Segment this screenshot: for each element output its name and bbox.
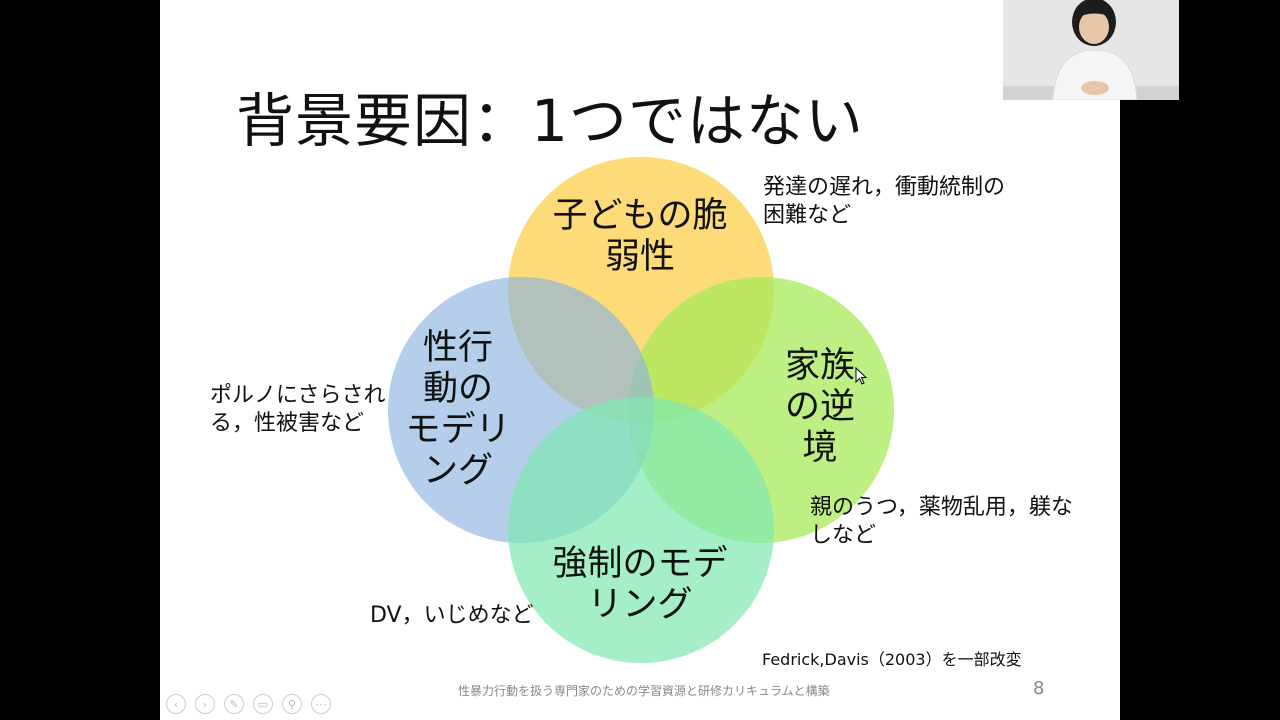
- more-icon[interactable]: ⋯: [311, 694, 331, 714]
- note-child: 発達の遅れ，衝動統制の 困難など: [763, 174, 1005, 230]
- label-line: 家族: [784, 346, 855, 386]
- note-sexual: ポルノにさらされ る，性被害など: [210, 382, 386, 438]
- citation: Fedrick,Davis（2003）を一部改変: [762, 650, 1022, 669]
- circle-label-coercion: 強制のモデ リング: [540, 544, 740, 626]
- label-line: 境: [802, 428, 838, 468]
- label-line: リング: [587, 585, 693, 625]
- circle-label-child: 子どもの脆 弱性: [540, 196, 740, 278]
- label-line: ング: [422, 451, 493, 491]
- presenter-toolbar: ‹ › ✎ ▭ ⚲ ⋯: [166, 694, 331, 714]
- circle-label-sexual: 性行 動の モデリ ング: [398, 328, 518, 492]
- presenter-avatar: [1003, 0, 1179, 100]
- slide-title: 背景要因：1つではない: [236, 87, 864, 155]
- slide-footer: 性暴力行動を扱う専門家のための学習資源と研修カリキュラムと構築: [458, 684, 830, 698]
- note-line: DV，いじめなど: [370, 603, 534, 628]
- label-line: 動の: [422, 369, 493, 409]
- label-line: 子どもの脆: [552, 196, 728, 236]
- circle-label-family: 家族 の逆 境: [770, 346, 870, 469]
- label-line: 弱性: [604, 237, 675, 277]
- note-family: 親のうつ，薬物乱用，躾な しなど: [810, 494, 1073, 550]
- venn-diagram: [388, 157, 894, 663]
- note-line: ポルノにさらされ: [210, 383, 386, 408]
- label-line: モデリ: [405, 410, 511, 450]
- label-line: の逆: [784, 387, 855, 427]
- zoom-icon[interactable]: ⚲: [282, 694, 302, 714]
- pen-icon[interactable]: ✎: [224, 694, 244, 714]
- slide: 背景要因：1つではない 子どもの脆 弱性 家族 の逆 境 性行 動の モデリ ン…: [160, 0, 1120, 720]
- note-line: 親のうつ，薬物乱用，躾な: [810, 495, 1073, 520]
- note-line: しなど: [810, 523, 877, 548]
- note-coercion: DV，いじめなど: [370, 602, 534, 630]
- label-line: 強制のモデ: [552, 544, 728, 584]
- prev-icon[interactable]: ‹: [166, 694, 186, 714]
- note-line: 困難など: [763, 203, 852, 228]
- label-line: 性行: [422, 328, 493, 368]
- page-number: 8: [1033, 678, 1045, 699]
- presenter-webcam: [1003, 0, 1179, 100]
- note-line: る，性被害など: [210, 411, 365, 436]
- mouse-cursor-icon: [855, 367, 868, 385]
- circle-coercion-modeling: [508, 397, 774, 663]
- note-line: 発達の遅れ，衝動統制の: [763, 175, 1006, 200]
- next-icon[interactable]: ›: [195, 694, 215, 714]
- slides-icon[interactable]: ▭: [253, 694, 273, 714]
